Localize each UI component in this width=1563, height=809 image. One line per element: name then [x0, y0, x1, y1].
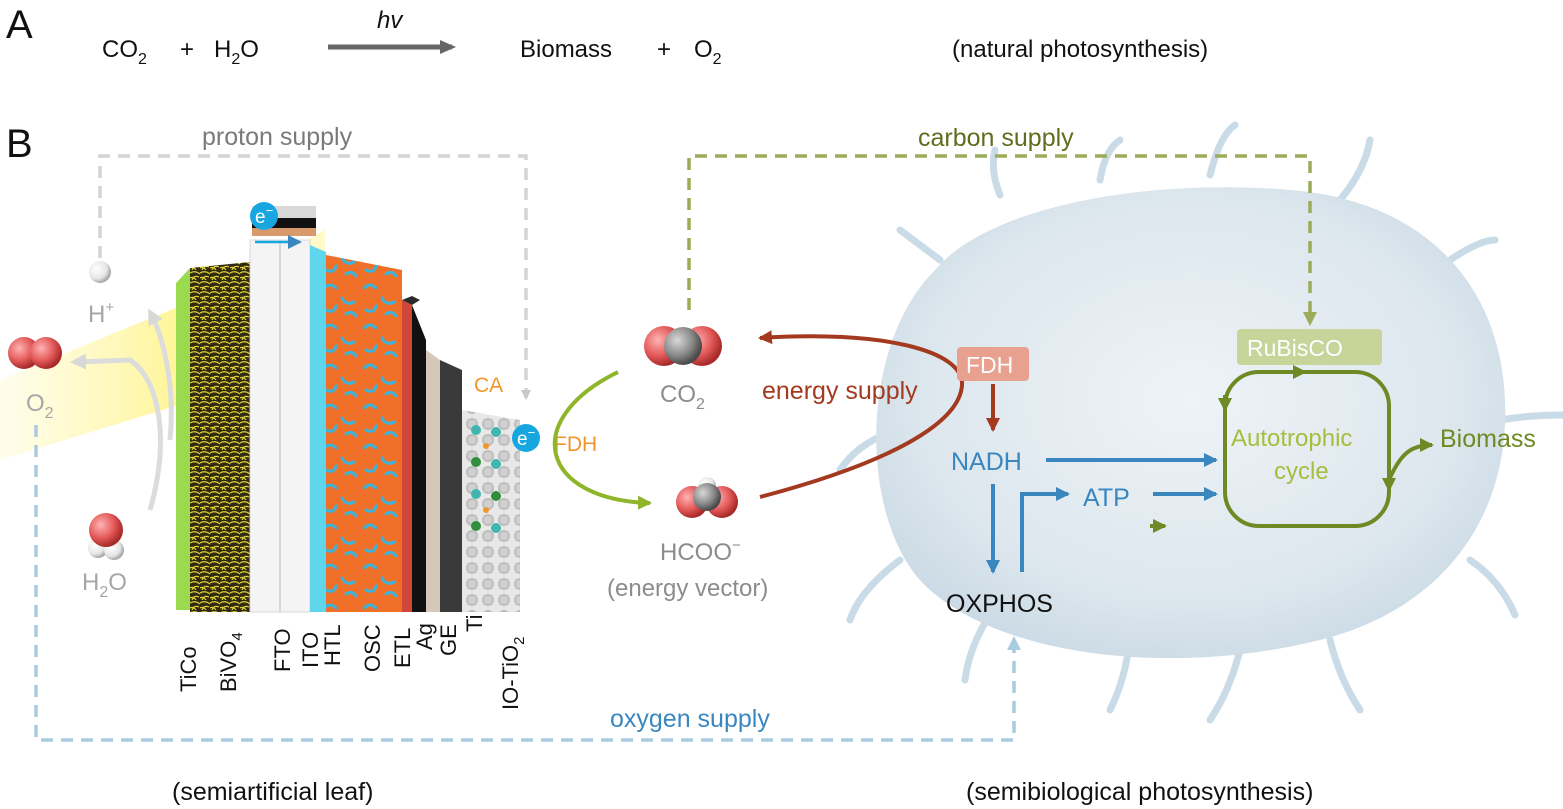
device-layer-stack	[176, 206, 520, 613]
energy-supply-label: energy supply	[762, 377, 918, 405]
panel-a: A CO2 + H2O hv Biomass + O2 (natural pho…	[6, 3, 1208, 68]
label-etl: ETL	[390, 628, 415, 668]
autotrophic-cycle-loop	[1223, 370, 1391, 528]
biomass-label: Biomass	[1440, 425, 1536, 453]
label-ito: ITO	[298, 632, 323, 668]
proton-supply-loop	[98, 154, 531, 400]
label-tico: TiCo	[176, 646, 201, 692]
label-ti: Ti	[462, 614, 487, 632]
svg-text:e−: e−	[255, 203, 273, 228]
nadh-label: NADH	[951, 448, 1022, 476]
fdh-enzyme-label: FDH	[966, 352, 1013, 378]
plus-sign-1: +	[180, 36, 194, 63]
autotrophic-label: Autotrophic	[1231, 425, 1352, 452]
energy-supply-arrow	[758, 330, 965, 499]
o2-molecule-icon	[8, 337, 62, 369]
hcoo-label: HCOO−	[660, 537, 741, 566]
oxphos-to-atp-arrow	[1020, 487, 1070, 572]
co2-molecule-icon	[644, 326, 722, 366]
h2o-molecule-icon	[88, 513, 124, 560]
label-bivo4: BiVO4	[216, 632, 246, 692]
caption-semiartificial-leaf: (semiartificial leaf)	[172, 778, 373, 806]
layer-bivo4	[190, 262, 250, 612]
oxygen-supply-loop	[34, 425, 1021, 742]
rubisco-label: RuBisCO	[1247, 335, 1343, 361]
carbon-supply-label: carbon supply	[918, 124, 1074, 152]
bacterial-cell	[836, 121, 1563, 724]
panel-b-label: B	[6, 122, 33, 166]
proton-supply-label: proton supply	[202, 123, 353, 151]
enzyme-clusters	[471, 425, 501, 533]
label-htl: HTL	[320, 624, 345, 666]
proton-sphere	[89, 261, 111, 283]
caption-semibiological-photosynthesis: (semibiological photosynthesis)	[966, 778, 1313, 806]
proton-release-arrow	[147, 308, 174, 441]
cell-body	[876, 187, 1506, 659]
h-plus-label: H+	[88, 299, 114, 328]
layer-ag	[412, 305, 426, 612]
energy-vector-label: (energy vector)	[607, 575, 768, 602]
layer-osc	[326, 255, 402, 612]
cycle-label: cycle	[1274, 458, 1329, 485]
layer-ti	[440, 360, 462, 612]
reactant-co2: CO2	[102, 36, 147, 68]
reactant-h2o: H2O	[214, 36, 259, 68]
layer-ge	[426, 350, 440, 612]
fdh-enzyme-box	[957, 347, 1029, 381]
o2-release-arrow	[70, 353, 133, 370]
label-fto: FTO	[270, 628, 295, 672]
layer-labels: TiCo BiVO4 FTO ITO HTL OSC ETL Ag GE Ti …	[176, 614, 528, 710]
label-osc: OSC	[360, 624, 385, 672]
layer-etl	[402, 300, 412, 612]
hv-label: hv	[377, 7, 404, 34]
oxygen-supply-label: oxygen supply	[610, 705, 770, 733]
o2-label: O2	[26, 390, 54, 422]
product-biomass: Biomass	[520, 36, 612, 63]
fdh-electrode-label: FDH	[554, 433, 597, 456]
layer-io-tio2	[462, 410, 520, 612]
caption-natural-photosynthesis: (natural photosynthesis)	[952, 36, 1208, 63]
electron-right-icon: e−	[512, 424, 540, 452]
panel-b: B proton su	[0, 121, 1563, 806]
layer-htl	[310, 245, 326, 612]
co2-reduction-arrow	[552, 370, 652, 510]
carbon-supply-loop	[687, 154, 1317, 326]
cycle-to-biomass-arrow	[1387, 438, 1434, 481]
formate-molecule-icon	[676, 477, 738, 518]
label-ge: GE	[436, 624, 461, 656]
co2-label: CO2	[660, 381, 705, 413]
water-oxidation-arc	[128, 357, 163, 511]
electron-top-icon: e−	[250, 202, 278, 230]
layer-tico	[176, 268, 190, 610]
label-ag: Ag	[412, 623, 437, 650]
svg-text:e−: e−	[517, 425, 535, 450]
plus-sign-2: +	[657, 36, 671, 63]
h2o-label: H2O	[82, 569, 127, 601]
rubisco-box	[1237, 329, 1382, 365]
product-o2: O2	[694, 36, 722, 68]
oxphos-label: OXPHOS	[946, 590, 1053, 618]
panel-a-label: A	[6, 3, 33, 47]
atp-label: ATP	[1083, 484, 1130, 512]
label-io-tio2: IO-TiO2	[498, 636, 528, 710]
ca-label: CA	[474, 374, 503, 397]
